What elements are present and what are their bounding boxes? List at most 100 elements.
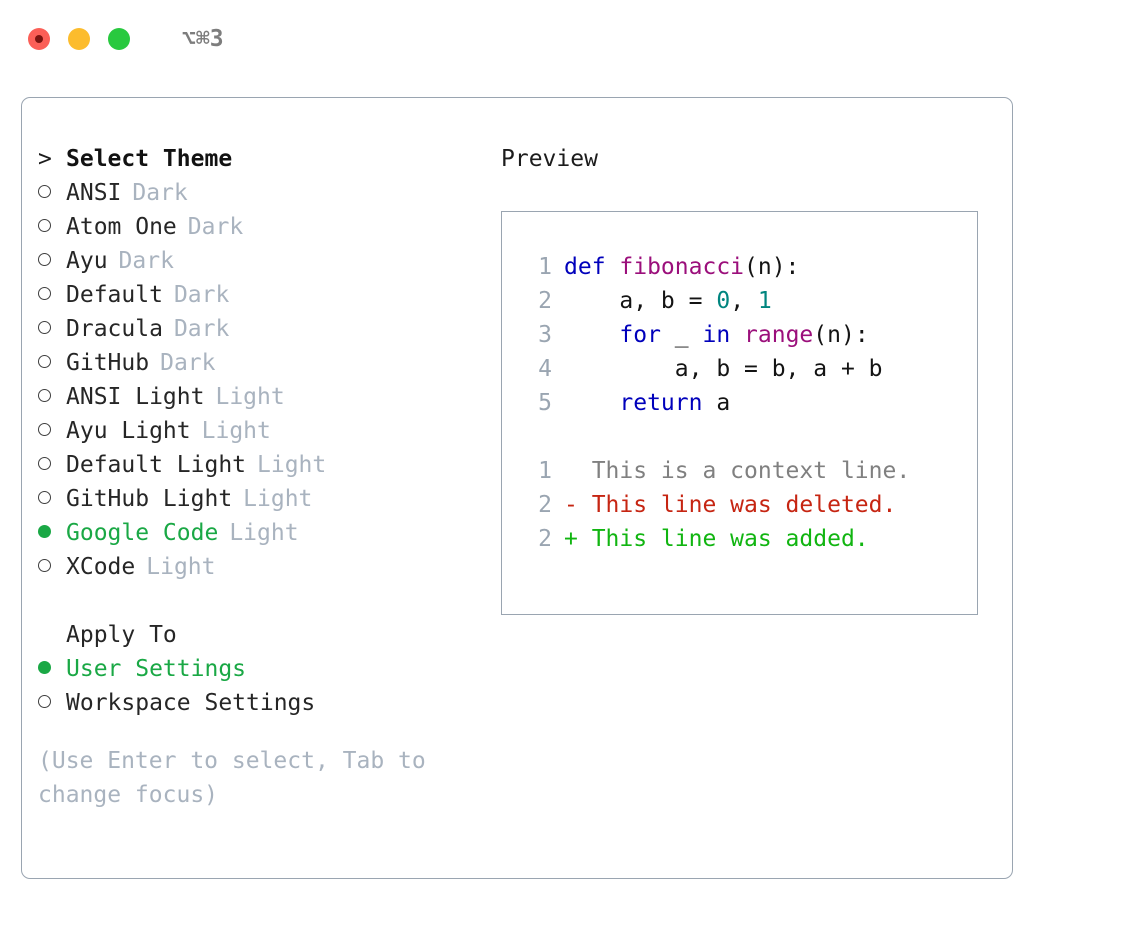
radio-unselected-icon[interactable] xyxy=(38,380,66,414)
theme-name: Ayu Light xyxy=(66,418,191,444)
diff-line: 2- This line was deleted. xyxy=(522,488,977,522)
line-number: 5 xyxy=(538,390,552,416)
diff-line-content: + This line was added. xyxy=(564,526,869,552)
keyboard-hint-text: (Use Enter to select, Tab to change focu… xyxy=(38,748,426,808)
theme-name: XCode xyxy=(66,554,136,580)
apply-to-option[interactable]: Workspace Settings xyxy=(38,686,498,720)
theme-list-item[interactable]: Default Dark xyxy=(38,278,498,312)
code-token: fibonacci xyxy=(619,254,745,280)
code-token: a xyxy=(702,390,731,416)
radio-unselected-icon[interactable] xyxy=(38,686,66,720)
code-token xyxy=(564,322,619,348)
code-token xyxy=(564,390,619,416)
apply-to-option[interactable]: User Settings xyxy=(38,652,498,686)
theme-list-item[interactable]: XCode Light xyxy=(38,550,498,584)
radio-unselected-icon[interactable] xyxy=(38,312,66,346)
radio-unselected-icon[interactable] xyxy=(38,176,66,210)
keyboard-shortcut-label: ⌥⌘3 xyxy=(182,25,224,52)
title-bar: ⌥⌘3 xyxy=(0,0,1140,78)
theme-variant-tag: Light xyxy=(229,520,299,546)
radio-unselected-icon[interactable] xyxy=(38,346,66,380)
code-token: (n): xyxy=(813,322,869,348)
radio-unselected-icon[interactable] xyxy=(38,414,66,448)
line-number: 3 xyxy=(538,322,552,348)
select-theme-label: Select Theme xyxy=(66,146,233,172)
line-number: 1 xyxy=(538,254,552,280)
radio-unselected-icon[interactable] xyxy=(38,482,66,516)
diff-sample: 1 This is a context line.2- This line wa… xyxy=(522,454,977,556)
code-token: 1 xyxy=(757,288,772,314)
code-token: _ xyxy=(660,322,703,348)
code-line: 2 a, b = 0, 1 xyxy=(522,284,977,318)
code-token: , xyxy=(730,288,758,314)
preview-title: Preview xyxy=(501,146,598,172)
theme-name: Default xyxy=(66,282,163,308)
code-token: 0 xyxy=(716,288,731,314)
theme-name: Ayu xyxy=(66,248,108,274)
code-line-content: a, b = b, a + b xyxy=(564,352,883,386)
radio-unselected-icon[interactable] xyxy=(38,448,66,482)
maximize-button-icon[interactable] xyxy=(108,28,130,50)
code-diff-separator xyxy=(522,420,977,454)
code-token: return xyxy=(619,390,703,416)
window-controls xyxy=(28,28,130,50)
theme-list-item[interactable]: Dracula Dark xyxy=(38,312,498,346)
theme-name: Dracula xyxy=(66,316,163,342)
code-line: 5 return a xyxy=(522,386,977,420)
diff-line: 1 This is a context line. xyxy=(522,454,977,488)
theme-variant-tag: Light xyxy=(201,418,271,444)
theme-list-item[interactable]: Ayu Light Light xyxy=(38,414,498,448)
radio-selected-icon[interactable] xyxy=(38,516,66,550)
apply-to-heading: Apply To xyxy=(66,622,177,648)
theme-list-item[interactable]: ANSI Dark xyxy=(38,176,498,210)
theme-variant-tag: Dark xyxy=(187,214,244,240)
apply-to-label: User Settings xyxy=(66,656,247,682)
code-token: for xyxy=(619,322,661,348)
close-button-icon[interactable] xyxy=(28,28,50,50)
code-line-content: def fibonacci(n): xyxy=(564,250,799,284)
radio-selected-icon[interactable] xyxy=(38,652,66,686)
diff-line: 2 + This line was added. xyxy=(522,522,977,556)
theme-variant-tag: Dark xyxy=(173,282,230,308)
code-token: in xyxy=(702,322,731,348)
line-number: 2 xyxy=(538,288,552,314)
line-number: 1 xyxy=(538,458,552,484)
theme-variant-tag: Light xyxy=(146,554,216,580)
theme-name: ANSI xyxy=(66,180,122,206)
theme-variant-tag: Dark xyxy=(132,180,188,206)
code-line: 1 def fibonacci(n): xyxy=(522,250,977,284)
theme-name: Atom One xyxy=(66,214,177,240)
diff-line-content: - This line was deleted. xyxy=(564,492,897,518)
theme-variant-tag: Dark xyxy=(173,316,230,342)
code-line-content: a, b = 0, 1 xyxy=(564,284,772,318)
line-number: 4 xyxy=(538,356,552,382)
radio-unselected-icon[interactable] xyxy=(38,278,66,312)
list-spacer xyxy=(38,584,498,618)
select-theme-header: > Select Theme xyxy=(38,142,498,176)
line-number: 2 xyxy=(538,526,552,552)
diff-line-content: This is a context line. xyxy=(564,458,911,484)
theme-name: Default Light xyxy=(66,452,247,478)
code-token: (n): xyxy=(744,254,800,280)
radio-unselected-icon[interactable] xyxy=(38,244,66,278)
caret-icon: > xyxy=(38,146,52,172)
theme-name: GitHub Light xyxy=(66,486,233,512)
minimize-button-icon[interactable] xyxy=(68,28,90,50)
radio-unselected-icon[interactable] xyxy=(38,210,66,244)
theme-list-item[interactable]: Atom One Dark xyxy=(38,210,498,244)
theme-variant-tag: Light xyxy=(215,384,285,410)
radio-unselected-icon[interactable] xyxy=(38,550,66,584)
